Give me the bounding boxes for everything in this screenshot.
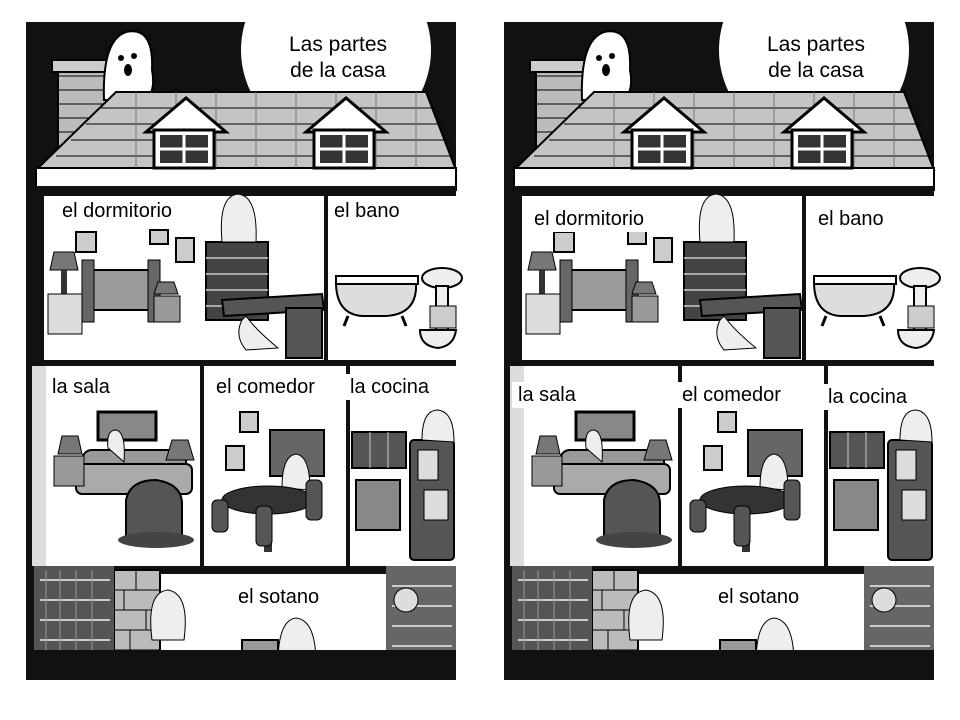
house-illustration [484,0,944,680]
dormer-window-right [779,96,869,170]
title-line-2: de la casa [290,59,386,82]
room-dormitorio [522,193,804,366]
roof [33,91,458,194]
room-label-sotano: el sotano [712,584,806,610]
room-label-comedor: el comedor [676,382,787,408]
room-label-comedor: el comedor [210,374,321,400]
title-line-1: Las partes [766,33,866,56]
roof-ghost-icon [580,30,633,101]
house-panel-1: Las partes de la casa el dormitorio el b… [6,0,466,720]
room-label-dormitorio: el dormitorio [56,198,179,224]
dormer-window-left [619,96,709,170]
dormer-window-left [141,96,231,170]
roof [511,91,936,194]
title-line-2: de la casa [768,59,864,82]
house-illustration [6,0,466,680]
room-label-sala: la sala [46,374,116,400]
room-label-bano: el bano [328,198,406,224]
room-label-sala: la sala [512,382,582,408]
chimney [51,59,113,155]
house-panel-2: Las partes de la casa el dormitorio el b… [484,0,944,720]
title-line-1: Las partes [288,33,388,56]
room-label-dormitorio: el dormitorio [528,206,651,232]
page-title: Las partes de la casa [268,32,408,84]
dormer-window-right [301,96,391,170]
roof-ghost-icon [102,30,155,101]
room-label-bano: el bano [812,206,890,232]
room-label-sotano: el sotano [232,584,326,610]
page-title: Las partes de la casa [746,32,886,84]
room-bano [806,196,941,360]
room-label-cocina: la cocina [344,374,435,400]
room-label-cocina: la cocina [822,384,913,410]
